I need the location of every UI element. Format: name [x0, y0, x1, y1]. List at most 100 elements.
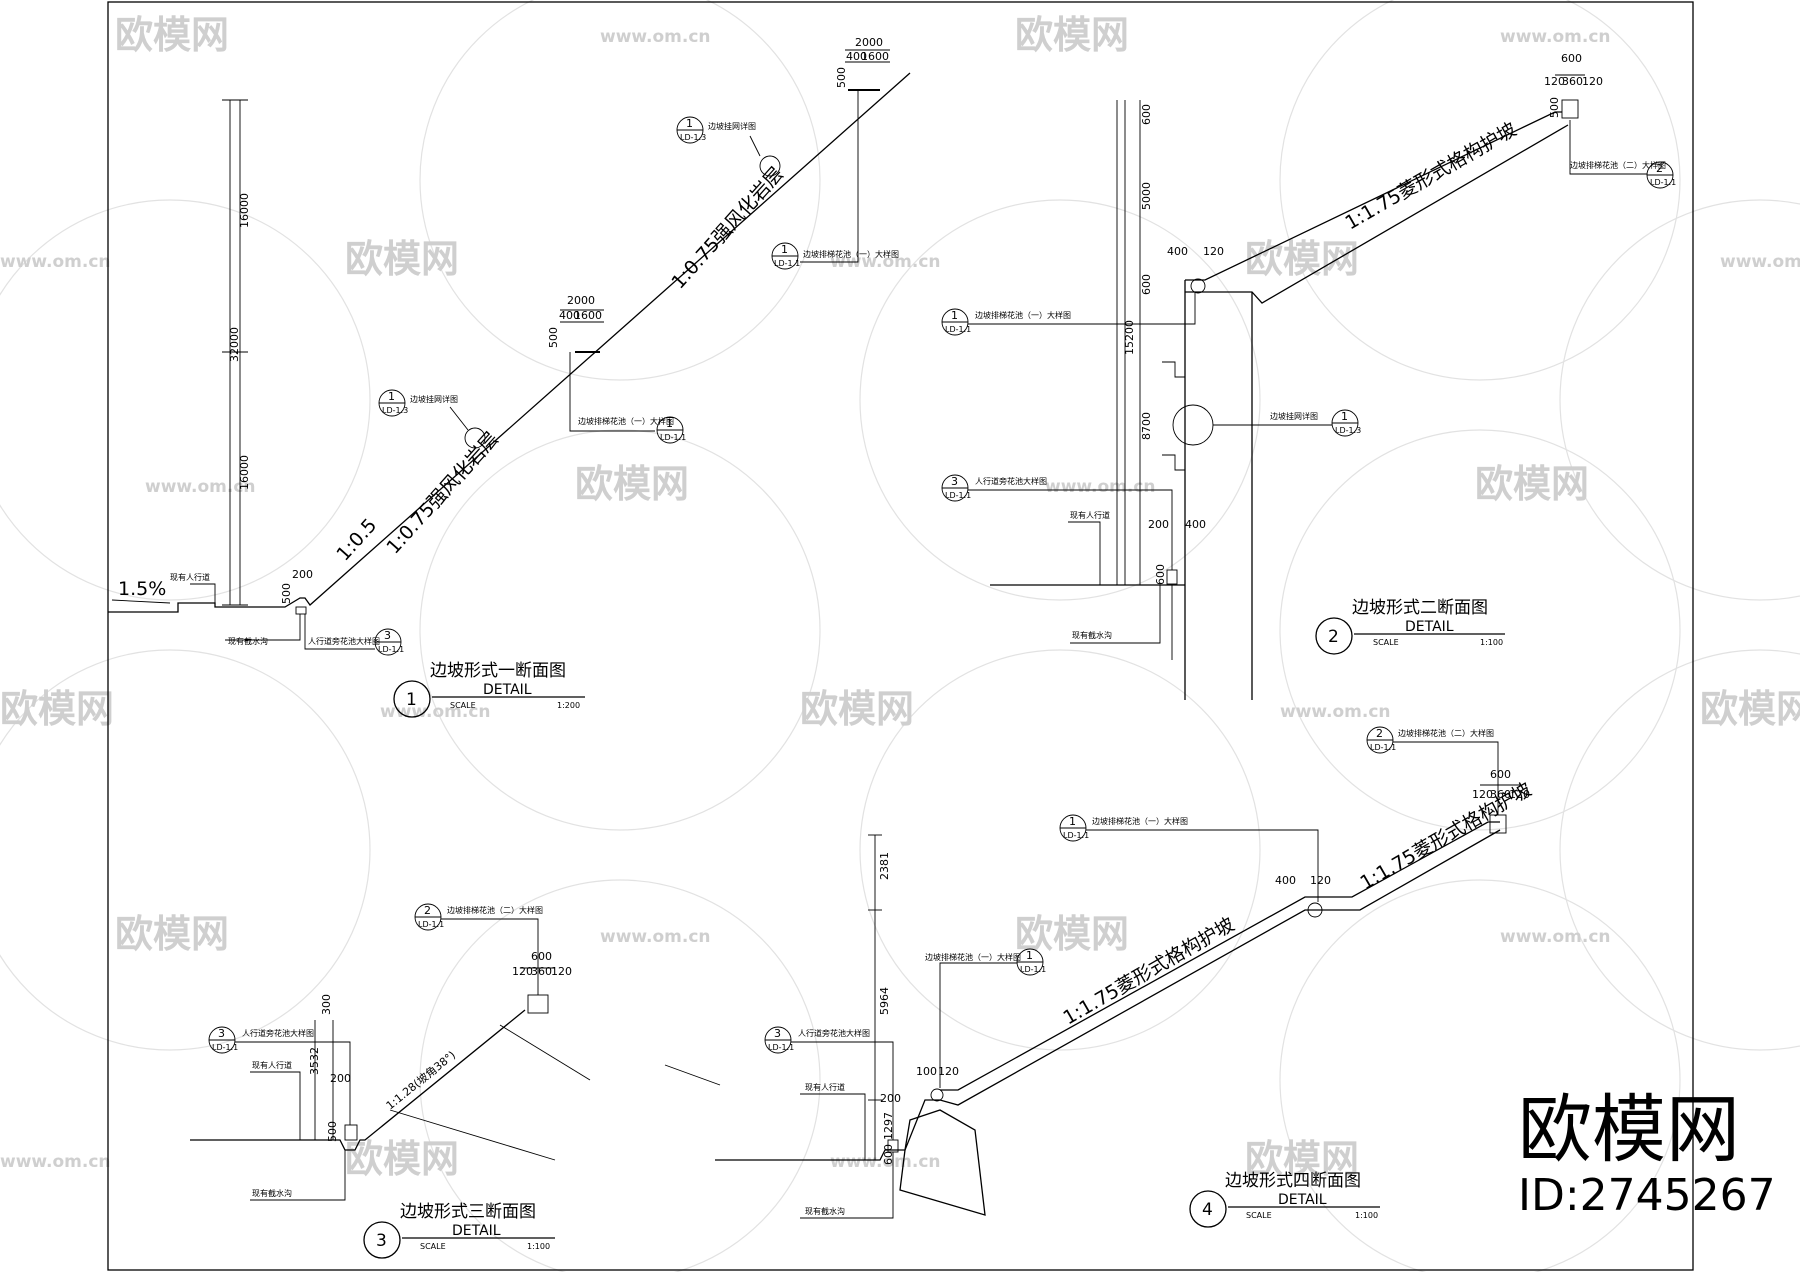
section4-ground-profile — [715, 829, 1501, 1161]
model-id-text: ID:2745267 — [1518, 1170, 1776, 1221]
section1-callout-net-upper[interactable]: 1 LD-1.3 边坡挂网详图 — [676, 116, 761, 157]
section1-dim-500-lower: 500 — [547, 327, 560, 348]
section1-scale-label: SCALE — [450, 701, 476, 710]
callout-ref: LD-1.3 — [1335, 426, 1361, 435]
section2-ditch — [1166, 569, 1178, 585]
watermark-site: www.om.cn — [1500, 27, 1611, 47]
section3-top-ditch — [527, 994, 549, 1014]
section2-callout-plant-2[interactable]: 2 LD-1.1 边坡排梯花池（二）大样图 — [1569, 120, 1676, 189]
section2-dim-600-bottom: 600 — [1154, 564, 1167, 585]
section2-dim-5000: 5000 — [1140, 182, 1153, 210]
callout-ref: LD-1.1 — [774, 259, 800, 268]
svg-text:1: 1 — [686, 117, 693, 130]
section2-dim-15200: 15200 — [1123, 320, 1136, 355]
section4-callout-plant-1-lower[interactable]: 1 LD-1.1 边坡排梯花池（一）大样图 — [925, 948, 1046, 1088]
callout-ref: LD-1.1 — [1370, 743, 1396, 752]
callout-label: 边坡挂网详图 — [410, 394, 458, 404]
section4-footing — [899, 1109, 986, 1216]
section3-title-block: 3 边坡形式三断面图 DETAIL SCALE 1:100 — [363, 1202, 555, 1259]
section3-ditch — [344, 1124, 358, 1141]
section4-title: 边坡形式四断面图 — [1225, 1171, 1361, 1191]
watermark-site: www.om.cn — [600, 927, 711, 947]
section1-callout-plant-lower[interactable]: 1 LD-1.1 边坡排梯花池（一）大样图 — [569, 352, 686, 444]
watermark-site: www.om.cn — [1500, 927, 1611, 947]
section4-title-block: 4 边坡形式四断面图 DETAIL SCALE 1:100 — [1189, 1171, 1380, 1228]
section3-dim-300: 300 — [320, 994, 333, 1015]
callout-ref: LD-1.1 — [418, 920, 444, 929]
callout-ref: LD-1.3 — [382, 406, 408, 415]
watermark-site: www.om.cn — [0, 1152, 111, 1172]
watermark-brand: 欧模网 — [800, 687, 914, 731]
callout-ref: LD-1.1 — [212, 1043, 238, 1052]
callout-label: 边坡挂网详图 — [1270, 411, 1318, 421]
section4-detail: DETAIL — [1278, 1192, 1327, 1208]
section4-existing-ditch: 现有截水沟 — [805, 1206, 845, 1216]
section2-callout-net[interactable]: 1 LD-1.3 边坡挂网详图 — [1213, 409, 1361, 437]
section2-callout-walkway-plant[interactable]: 3 LD-1.1 人行道旁花池大样图 — [941, 474, 1173, 570]
section2-scale-label: SCALE — [1373, 638, 1399, 647]
section1-scale-value: 1:200 — [557, 701, 580, 710]
section-1: 16000 32000 16000 2000 400 1600 500 2000… — [108, 36, 911, 718]
watermark-site: www.om.cn — [145, 477, 256, 497]
watermark-brand: 欧模网 — [345, 1137, 459, 1181]
section2-existing-walk: 现有人行道 — [1070, 510, 1110, 520]
callout-ref: LD-1.1 — [1063, 831, 1089, 840]
section2-dim-400: 400 — [1167, 245, 1188, 258]
section4-dim-600-top: 600 — [1490, 768, 1511, 781]
watermark-brand: 欧模网 — [1475, 462, 1589, 506]
section3-dim-3532: 3532 — [308, 1047, 321, 1075]
watermark-brand: 欧模网 — [1700, 687, 1800, 731]
section-4: 2381 5964 1297 600 200 100 120 400 120 6… — [664, 726, 1536, 1228]
section-2: 600 5000 600 15200 8700 600 600 120 360 … — [941, 52, 1676, 700]
callout-ref: LD-1.1 — [378, 645, 404, 654]
svg-text:3: 3 — [384, 629, 391, 642]
callout-label: 边坡挂网详图 — [708, 121, 756, 131]
section4-dim-600: 600 — [882, 1144, 895, 1165]
callout-label: 人行道旁花池大样图 — [308, 636, 380, 646]
watermark-site: www.om.cn — [1280, 702, 1391, 722]
section4-number: 4 — [1202, 1200, 1213, 1220]
watermark-brand: 欧模网 — [115, 13, 229, 57]
watermark-brand: 欧模网 — [0, 687, 114, 731]
watermark-brand: 欧模网 — [1015, 13, 1129, 57]
section4-callout-plant-1-upper[interactable]: 1 LD-1.1 边坡排梯花池（一）大样图 — [1059, 814, 1319, 902]
watermark-site: www.om.cn — [1720, 252, 1800, 272]
section3-callout-plant-2[interactable]: 2 LD-1.1 边坡排梯花池（二）大样图 — [414, 903, 543, 995]
svg-text:1: 1 — [1069, 815, 1076, 828]
section1-slope-ratio-label: 1:0.5 — [332, 514, 381, 565]
section1-callout-plant-upper[interactable]: 1 LD-1.1 边坡排梯花池（一）大样图 — [771, 90, 899, 270]
svg-text:1: 1 — [388, 390, 395, 403]
callout-label: 边坡排梯花池（二）大样图 — [1398, 728, 1494, 738]
svg-text:1: 1 — [781, 243, 788, 256]
section2-number: 2 — [1328, 627, 1339, 647]
section1-callout-net-lower[interactable]: 1 LD-1.3 边坡挂网详图 — [378, 389, 469, 431]
section1-net-detail-callout — [759, 155, 781, 177]
section2-callout-plant-1[interactable]: 1 LD-1.1 边坡排梯花池（一）大样图 — [941, 292, 1196, 336]
section4-dim-200: 200 — [880, 1092, 901, 1105]
callout-label: 边坡排梯花池（一）大样图 — [578, 416, 674, 426]
section4-slope-upper-label: 1:1.75菱形式格构护坡 — [1357, 778, 1536, 894]
section4-dim-360: 360 — [1490, 788, 1511, 801]
section1-existing-ditch: 现有截水沟 — [228, 636, 268, 646]
section2-dim-120a: 120 — [1544, 75, 1565, 88]
section3-dim-120a: 120 — [512, 965, 533, 978]
section2-scale-value: 1:100 — [1480, 638, 1503, 647]
section2-dim-500: 500 — [1548, 97, 1561, 118]
svg-text:1: 1 — [666, 417, 673, 430]
watermark-brand: 欧模网 — [115, 912, 229, 956]
callout-label: 边坡排梯花池（一）大样图 — [925, 952, 1021, 962]
section1-callout-walkway-plant[interactable]: 3 LD-1.1 人行道旁花池大样图 — [304, 614, 404, 656]
svg-text:3: 3 — [951, 475, 958, 488]
section4-callout-walkway-plant[interactable]: 3 LD-1.1 人行道旁花池大样图 — [764, 1026, 894, 1140]
section4-callout-plant-2[interactable]: 2 LD-1.1 边坡排梯花池（二）大样图 — [1366, 726, 1499, 815]
section3-detail: DETAIL — [452, 1223, 501, 1239]
section2-dim-120: 120 — [1203, 245, 1224, 258]
section3-callout-walkway-plant[interactable]: 3 LD-1.1 人行道旁花池大样图 — [208, 1026, 351, 1125]
section4-plant-callout-upper — [1307, 902, 1323, 918]
callout-label: 边坡排梯花池（一）大样图 — [803, 249, 899, 259]
section2-dim-600: 600 — [1140, 274, 1153, 295]
section1-dim-1600-lower: 1600 — [574, 309, 602, 322]
section3-dim-120b: 120 — [551, 965, 572, 978]
svg-text:2: 2 — [1656, 162, 1663, 175]
